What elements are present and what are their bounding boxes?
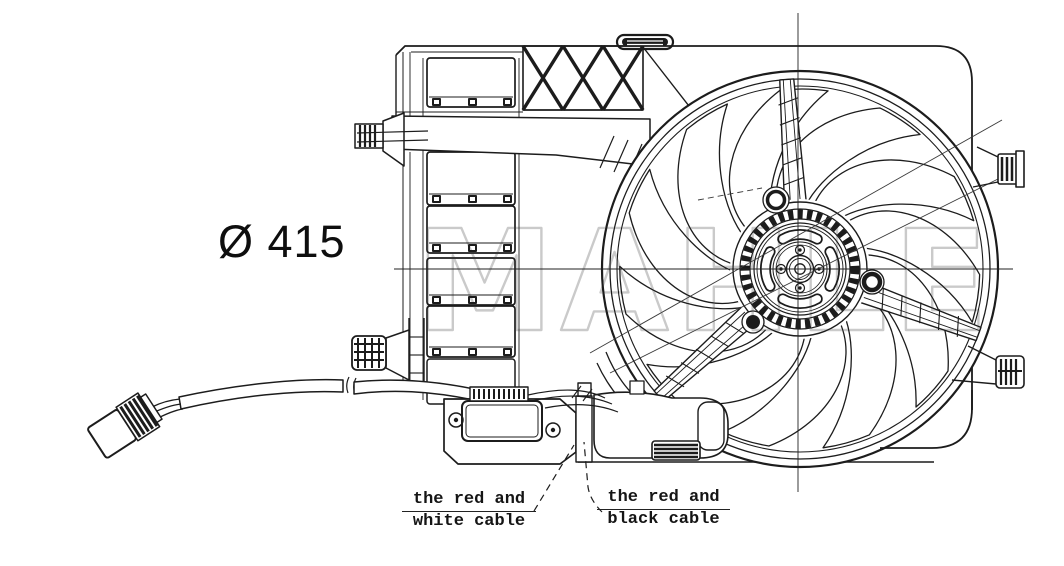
centerlines [394,13,1013,492]
wiring-harness [87,376,475,459]
label-red-black-cable-line2: black cable [607,510,720,529]
harness-connector [87,392,163,459]
label-red-white-cable-line1: the red and [402,490,536,512]
construction-lines [589,119,1003,374]
lower-left-mount [351,318,425,390]
upper-support-arm [391,115,651,177]
label-red-black-cable-line1: the red and [597,488,730,510]
lattice-grille [521,45,645,111]
watermark-text: MAHLE [415,201,995,364]
top-mounting-clip [615,33,675,51]
diameter-dimension-label: Ø 415 [218,216,346,267]
label-red-white-cable: the red and white cable [402,490,536,532]
fan-blades [619,88,981,449]
shroud-frame [395,45,973,463]
right-mount-lower [951,345,1025,389]
upper-left-mount [354,112,429,167]
label-red-black-cable: the red and black cable [597,488,730,530]
control-module-assembly [443,380,729,465]
leader-left-cable [533,444,575,512]
right-mount-upper [972,146,1025,188]
frame-bottom-right-corner [880,390,973,449]
label-red-white-cable-line2: white cable [412,512,526,531]
